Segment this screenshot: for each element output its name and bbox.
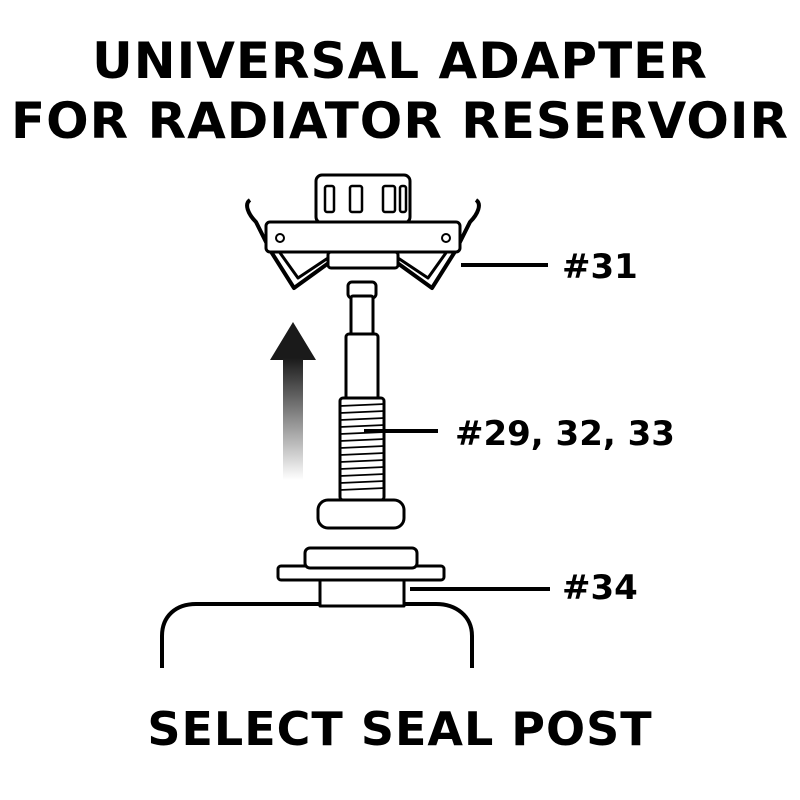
footer-caption: SELECT SEAL POST bbox=[147, 702, 653, 756]
callout-31: #31 bbox=[562, 247, 638, 287]
callout-29-32-33: #29, 32, 33 bbox=[455, 414, 675, 454]
reservoir-neck-34 bbox=[160, 546, 474, 668]
seal-post-29-32-33 bbox=[316, 280, 406, 530]
title-line-2: FOR RADIATOR RESERVOIR bbox=[11, 92, 789, 150]
title-line-1: UNIVERSAL ADAPTER bbox=[92, 32, 708, 90]
callout-34: #34 bbox=[562, 568, 638, 608]
adapter-cap-31 bbox=[245, 173, 481, 290]
up-arrow-icon bbox=[270, 322, 316, 480]
